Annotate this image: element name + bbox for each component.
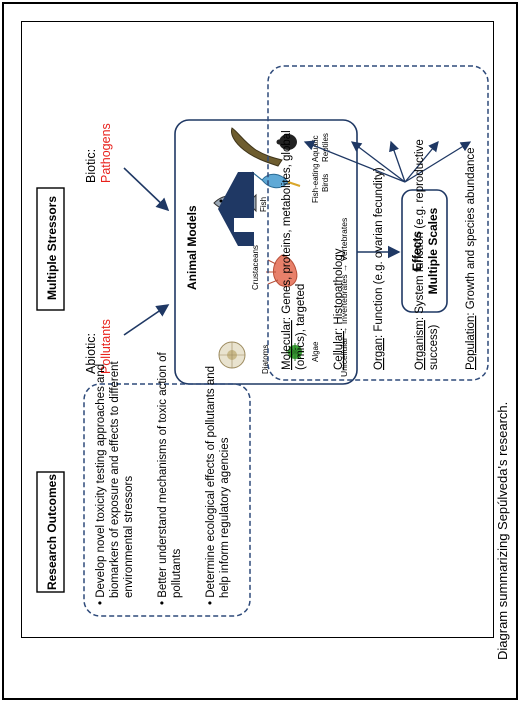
scale-population: Population: Growth and species abundance — [465, 148, 477, 371]
algae-icon — [286, 343, 304, 361]
multiple-stressors-title: Multiple Stressors — [45, 196, 59, 300]
organism-diatoms: Diatoms — [261, 345, 270, 374]
organism-birds: Birds — [321, 174, 330, 192]
organism-crustaceans: Crustaceans — [251, 245, 260, 290]
effects-title: Effects — [410, 231, 424, 271]
organism-algae: Algae — [311, 341, 320, 362]
outcomes-dashed-box — [83, 383, 251, 617]
big-up-arrow — [218, 172, 254, 246]
svg-text:pollutants: pollutants — [171, 549, 183, 598]
animal-models-title: Animal Models — [185, 205, 199, 290]
organism-fish-eating: Fish-eating — [311, 163, 320, 203]
alligator-icon — [231, 127, 283, 167]
organism-fish: Fish — [259, 197, 268, 212]
figure-border — [21, 21, 494, 638]
effects-box — [401, 189, 448, 313]
diatom-icon — [218, 341, 246, 369]
scale-cellular: Cellular: Histopathology — [333, 248, 345, 370]
outcome-item-3: • Determine ecological effects of pollut… — [205, 366, 231, 605]
scale-organism-cont: success) — [428, 324, 440, 370]
scale-molecular-cont: (omics), targeted — [295, 284, 307, 370]
arrow-pollutants-to-models — [123, 304, 170, 336]
scale-arrows — [303, 140, 472, 183]
scale-organism: Organism: System function (e.g. reproduc… — [414, 139, 426, 370]
organism-reptiles: Reptiles — [321, 133, 330, 162]
scales-dashed-box — [267, 65, 489, 381]
crustacean-icon — [266, 254, 298, 287]
abiotic-pollutants: Pollutants — [99, 319, 113, 374]
scale-molecular: Molecular: Genes, proteins, metabolites,… — [281, 130, 293, 370]
turtle-icon — [276, 134, 297, 150]
svg-text:environmental stressors: environmental stressors — [123, 476, 135, 598]
scale-organ: Organ: Function (e.g. ovarian fecundity) — [373, 167, 385, 370]
svg-text:biomarkers of exposure and eff: biomarkers of exposure and effects to di… — [109, 360, 121, 598]
figure-caption: Diagram summarizing Sepúlveda's research… — [495, 402, 510, 660]
svg-text:• Determine ecological effects: • Determine ecological effects of pollut… — [205, 366, 217, 605]
svg-text:• Better understand mechanisms: • Better understand mechanisms of toxic … — [157, 352, 169, 605]
abiotic-label: Abiotic: — [84, 333, 98, 374]
svg-text:• Develop novel toxicity testi: • Develop novel toxicity testing approac… — [95, 364, 107, 605]
outcome-item-2: • Better understand mechanisms of toxic … — [157, 352, 183, 605]
biotic-label: Biotic: — [84, 149, 98, 183]
biotic-pathogens: Pathogens — [99, 123, 113, 183]
research-outcomes-title: Research Outcomes — [45, 474, 59, 590]
organism-scale: Unicellular → Invertebrates → Vertebrate… — [339, 218, 349, 377]
svg-text:help inform regulatory agencie: help inform regulatory agencies — [219, 437, 231, 598]
outcome-item-1: • Develop novel toxicity testing approac… — [95, 360, 135, 605]
organism-aquatic: Aquatic — [311, 135, 320, 162]
effects-subtitle: Multiple Scales — [426, 207, 440, 294]
arrow-pathogens-to-models — [123, 167, 170, 212]
research-outcomes-box — [36, 471, 65, 593]
multiple-stressors-box — [36, 187, 65, 311]
